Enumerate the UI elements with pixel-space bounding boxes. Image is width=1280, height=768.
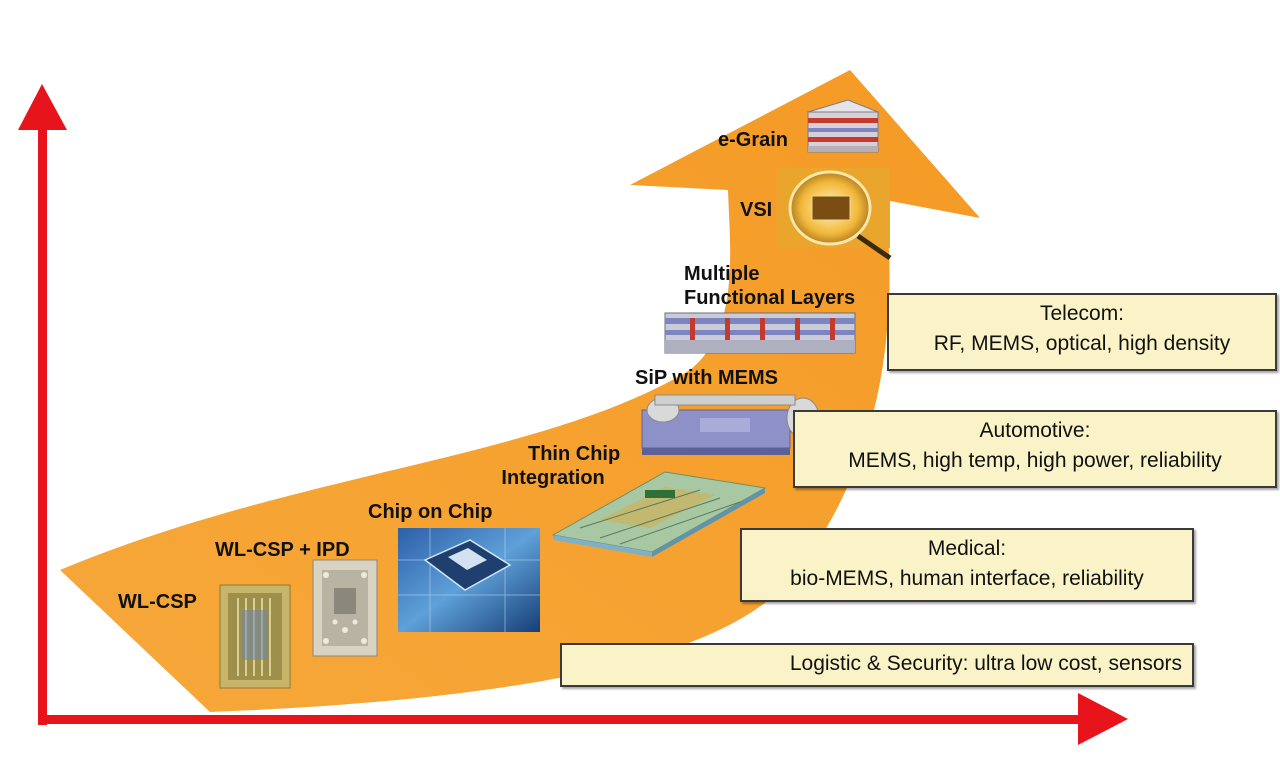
medical-title: Medical:	[742, 534, 1192, 564]
label-mfl-line1: Multiple	[684, 262, 855, 286]
medical-detail: bio-MEMS, human interface, reliability	[742, 564, 1192, 594]
box-automotive: Automotive: MEMS, high temp, high power,…	[793, 410, 1277, 488]
multiple-functional-layers-image	[665, 313, 855, 353]
box-medical: Medical: bio-MEMS, human interface, reli…	[740, 528, 1194, 602]
label-thin-chip-integration: Thin Chip Integration	[528, 442, 620, 490]
wl-csp-ipd-chip-image	[313, 560, 377, 656]
telecom-title: Telecom:	[889, 299, 1275, 329]
label-wl-csp-ipd: WL-CSP + IPD	[215, 538, 350, 562]
label-thin-chip-line2: Integration	[486, 466, 620, 490]
telecom-detail: RF, MEMS, optical, high density	[889, 329, 1275, 359]
box-logistic-security: Logistic & Security: ultra low cost, sen…	[560, 643, 1194, 687]
box-telecom: Telecom: RF, MEMS, optical, high density	[887, 293, 1277, 371]
label-mfl-line2: Functional Layers	[684, 286, 855, 310]
label-e-grain: e-Grain	[718, 128, 788, 152]
label-vsi: VSI	[740, 198, 772, 222]
label-sip-with-mems: SiP with MEMS	[635, 366, 778, 390]
chip-on-chip-image	[398, 528, 540, 632]
logistic-security-text: Logistic & Security: ultra low cost, sen…	[562, 649, 1182, 679]
y-axis-arrow	[18, 84, 67, 725]
vsi-image	[778, 168, 890, 258]
automotive-title: Automotive:	[795, 416, 1275, 446]
label-wl-csp: WL-CSP	[118, 590, 197, 614]
wl-csp-chip-image	[220, 585, 290, 688]
label-multiple-functional-layers: Multiple Functional Layers	[684, 262, 855, 310]
label-thin-chip-line1: Thin Chip	[528, 442, 620, 466]
automotive-detail: MEMS, high temp, high power, reliability	[795, 446, 1275, 476]
label-chip-on-chip: Chip on Chip	[368, 500, 492, 524]
